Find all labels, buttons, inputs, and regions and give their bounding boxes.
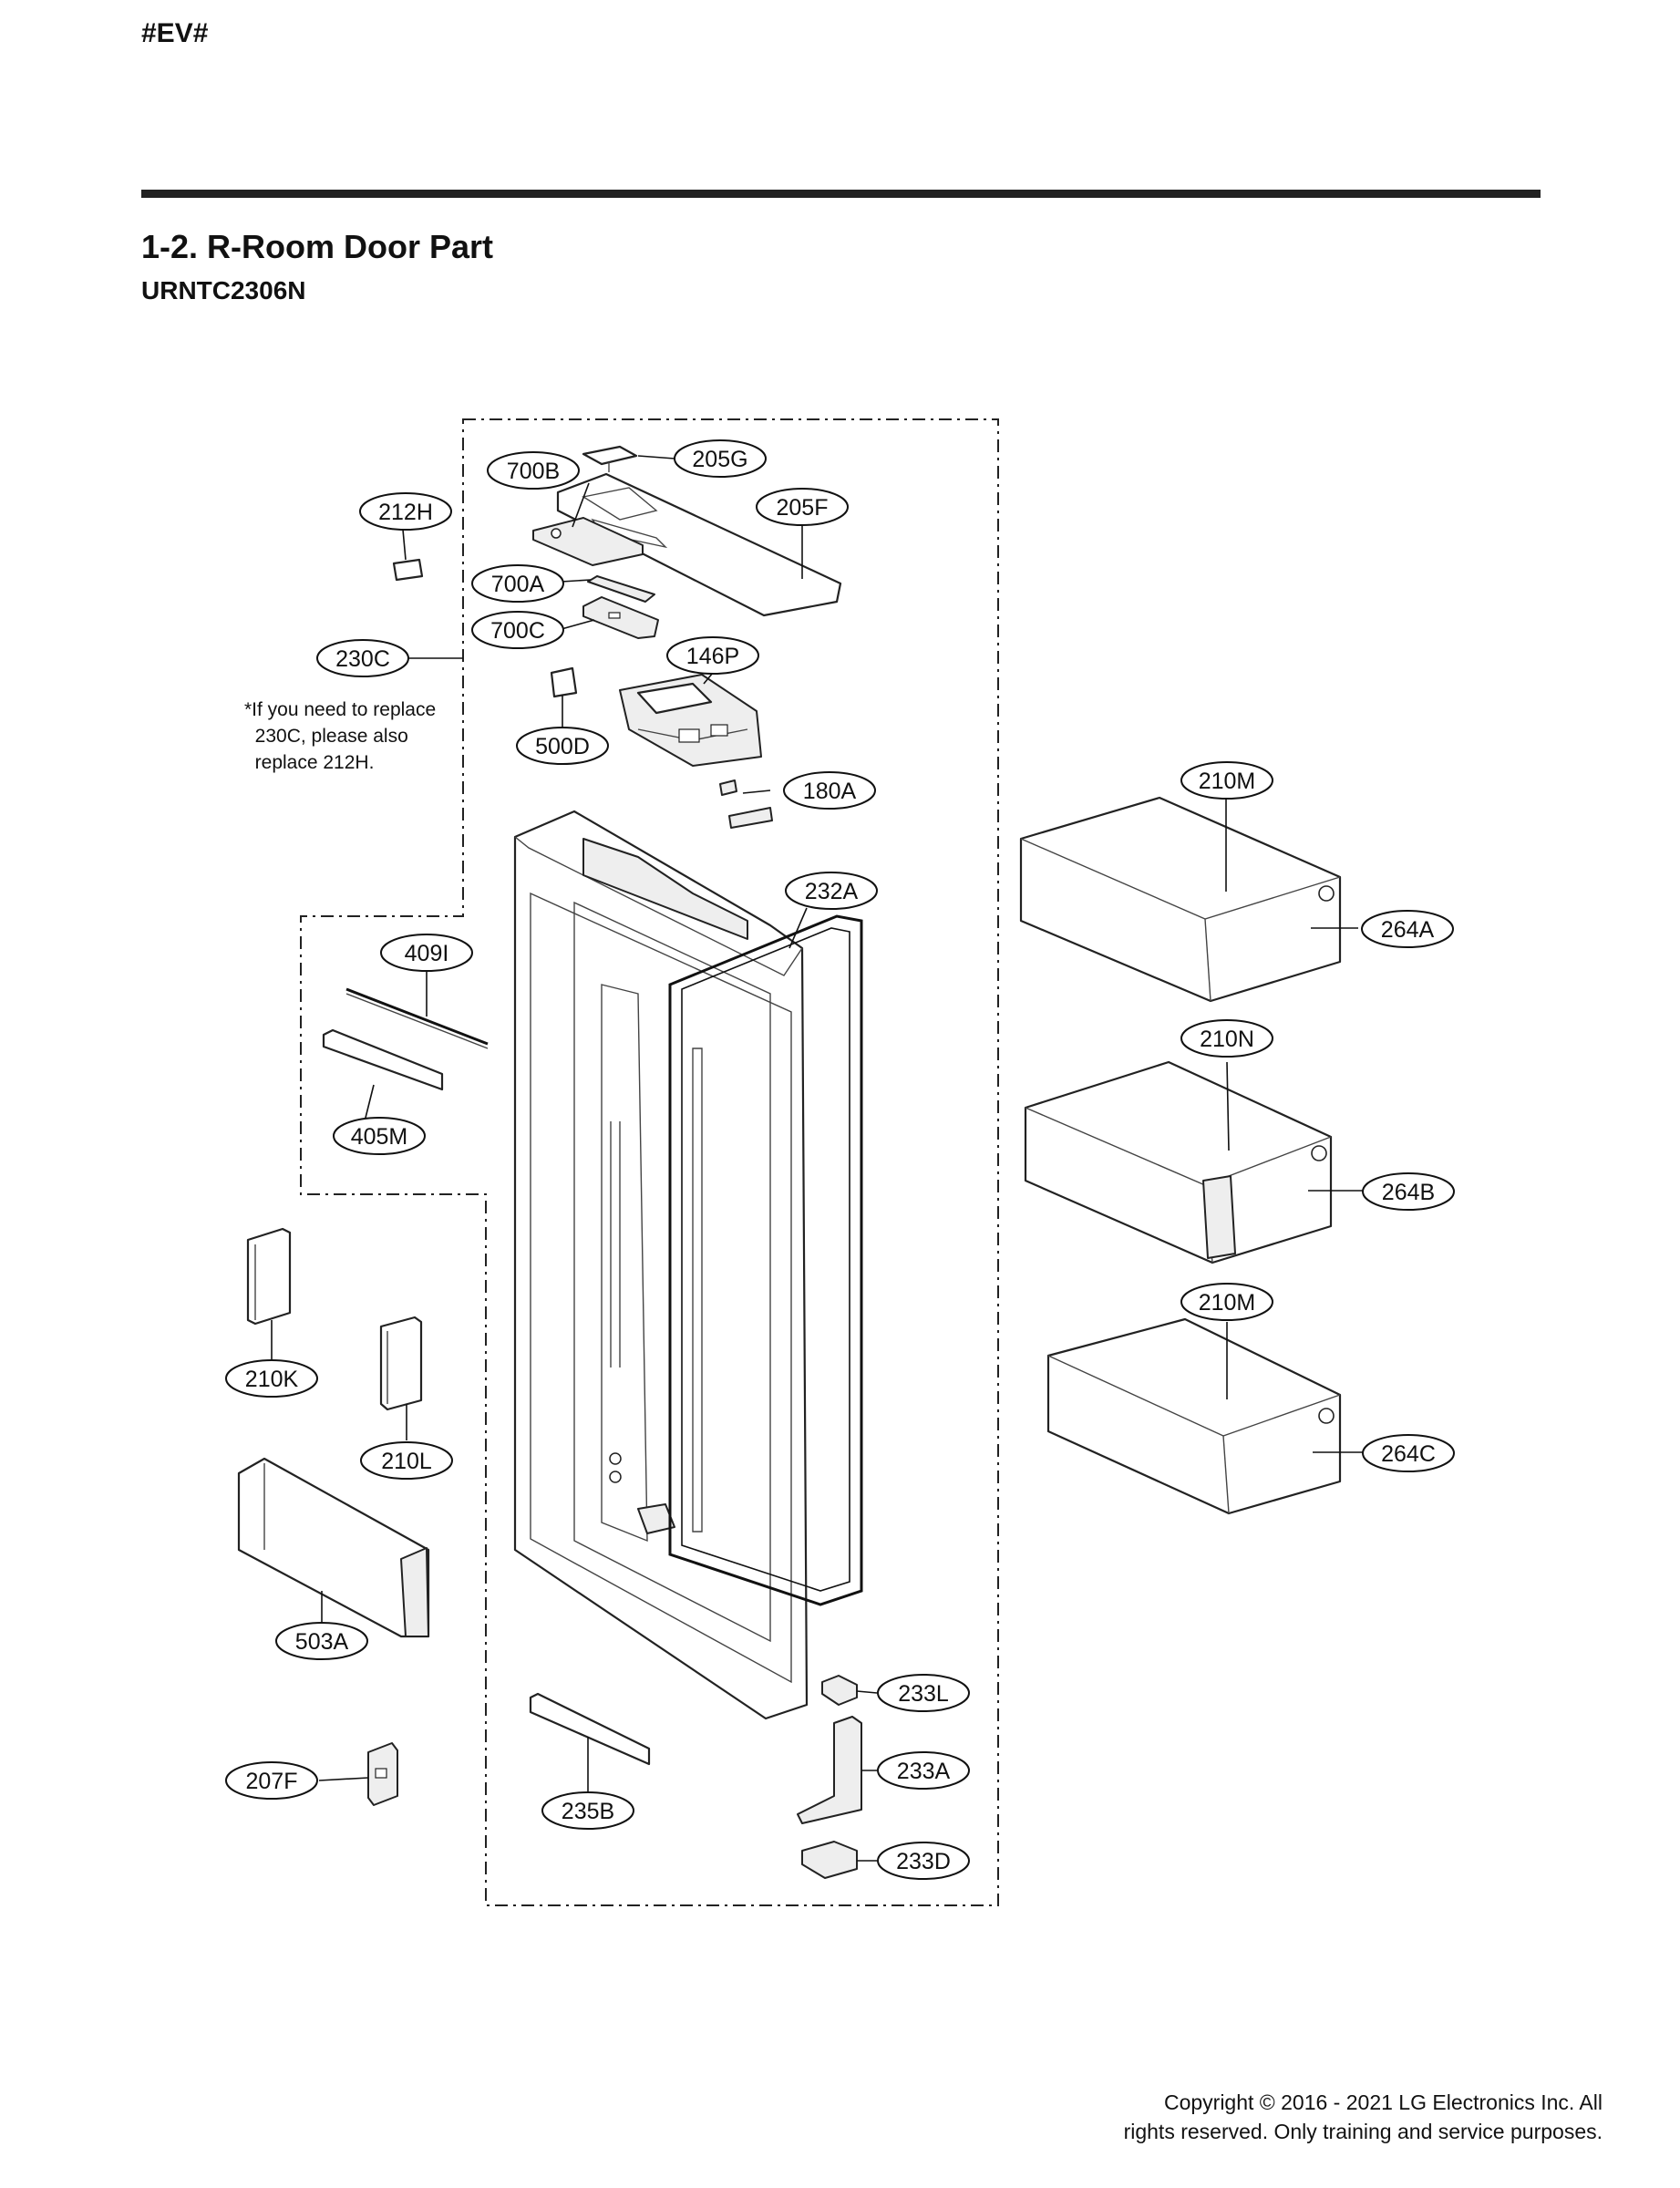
part-146P-drawing	[619, 674, 762, 767]
part-700B-drawing	[532, 517, 644, 566]
bin-264A-drawing	[1019, 796, 1342, 1003]
svg-text:264A: 264A	[1381, 917, 1435, 943]
svg-text:205G: 205G	[692, 447, 747, 472]
label-233L: 233L	[877, 1674, 970, 1712]
leader-lines	[271, 455, 1363, 1862]
part-503A-drawing	[237, 1457, 430, 1638]
bin-264B-drawing	[1024, 1060, 1333, 1264]
part-405M-drawing	[322, 1028, 444, 1091]
part-233D-drawing	[801, 1841, 858, 1879]
part-233L-drawing	[821, 1675, 858, 1706]
label-230C: 230C	[316, 639, 409, 677]
part-212H-drawing	[392, 558, 424, 582]
page-title: 1-2. R-Room Door Part	[141, 228, 494, 265]
label-210M-bottom: 210M	[1180, 1283, 1273, 1321]
part-labels: 205G 700B 205F 212H 700A 700C 230C 146P …	[225, 439, 1455, 1880]
part-409I-drawing	[345, 987, 489, 1049]
header-code: #EV#	[141, 18, 209, 48]
label-405M: 405M	[333, 1117, 426, 1155]
part-500D-drawing	[550, 666, 578, 698]
svg-text:232A: 232A	[805, 879, 859, 904]
label-409I: 409I	[380, 934, 473, 972]
label-264B: 264B	[1362, 1172, 1455, 1211]
svg-text:180A: 180A	[803, 779, 857, 804]
label-700A: 700A	[471, 564, 564, 603]
header-rule	[141, 190, 1541, 198]
svg-text:233D: 233D	[896, 1849, 951, 1874]
part-210K-drawing	[246, 1227, 292, 1326]
svg-text:210M: 210M	[1199, 1290, 1256, 1316]
svg-text:700B: 700B	[507, 459, 560, 484]
part-205G-drawing	[582, 445, 638, 472]
svg-text:500D: 500D	[535, 734, 590, 759]
part-210L-drawing	[379, 1316, 423, 1411]
assembly-boundary	[300, 418, 999, 1906]
svg-text:212H: 212H	[378, 500, 433, 525]
label-205G: 205G	[674, 439, 767, 478]
svg-text:230C: 230C	[335, 646, 390, 672]
svg-text:233L: 233L	[898, 1681, 949, 1707]
label-233A: 233A	[877, 1751, 970, 1790]
label-700B: 700B	[487, 451, 580, 490]
label-146P: 146P	[666, 636, 759, 675]
part-235B-drawing	[529, 1692, 651, 1766]
label-210N: 210N	[1180, 1019, 1273, 1058]
part-205F-drawing	[556, 472, 842, 617]
svg-text:264C: 264C	[1381, 1441, 1436, 1467]
part-207F-drawing	[367, 1742, 398, 1806]
svg-text:235B: 235B	[562, 1799, 614, 1824]
svg-text:207F: 207F	[246, 1769, 298, 1794]
part-700C-drawing	[582, 596, 659, 639]
label-233D: 233D	[877, 1842, 970, 1880]
gasket-232A-drawing	[668, 914, 863, 1606]
label-205F: 205F	[756, 488, 849, 526]
svg-text:503A: 503A	[295, 1629, 349, 1655]
svg-text:210M: 210M	[1199, 769, 1256, 794]
model-number: URNTC2306N	[141, 276, 306, 304]
label-264A: 264A	[1361, 910, 1454, 948]
svg-text:205F: 205F	[777, 495, 829, 521]
bin-264C-drawing	[1046, 1317, 1342, 1515]
part-180A-drawing	[719, 779, 773, 829]
replacement-note: *If you need to replace 230C, please als…	[244, 699, 437, 773]
svg-text:264B: 264B	[1382, 1180, 1435, 1205]
svg-text:409I: 409I	[405, 941, 449, 966]
part-233A-drawing	[797, 1716, 862, 1824]
label-232A: 232A	[785, 872, 878, 910]
label-212H: 212H	[359, 492, 452, 531]
label-700C: 700C	[471, 611, 564, 649]
label-210L: 210L	[360, 1441, 453, 1480]
label-210K: 210K	[225, 1359, 318, 1398]
copyright-notice: Copyright © 2016 - 2021 LG Electronics I…	[1123, 2090, 1603, 2143]
label-210M-top: 210M	[1180, 761, 1273, 800]
part-700A-drawing	[587, 575, 655, 603]
label-264C: 264C	[1362, 1434, 1455, 1472]
svg-text:405M: 405M	[351, 1124, 408, 1150]
svg-text:233A: 233A	[897, 1759, 951, 1784]
label-180A: 180A	[783, 771, 876, 810]
svg-text:210N: 210N	[1200, 1027, 1254, 1052]
svg-text:210K: 210K	[245, 1367, 299, 1392]
label-235B: 235B	[541, 1791, 634, 1830]
svg-text:210L: 210L	[381, 1449, 432, 1474]
label-500D: 500D	[516, 727, 609, 765]
door-frame-drawing	[513, 810, 809, 1720]
label-207F: 207F	[225, 1761, 318, 1800]
label-503A: 503A	[275, 1622, 368, 1660]
svg-text:700C: 700C	[490, 618, 545, 644]
svg-text:146P: 146P	[686, 644, 739, 669]
svg-text:700A: 700A	[491, 572, 545, 597]
